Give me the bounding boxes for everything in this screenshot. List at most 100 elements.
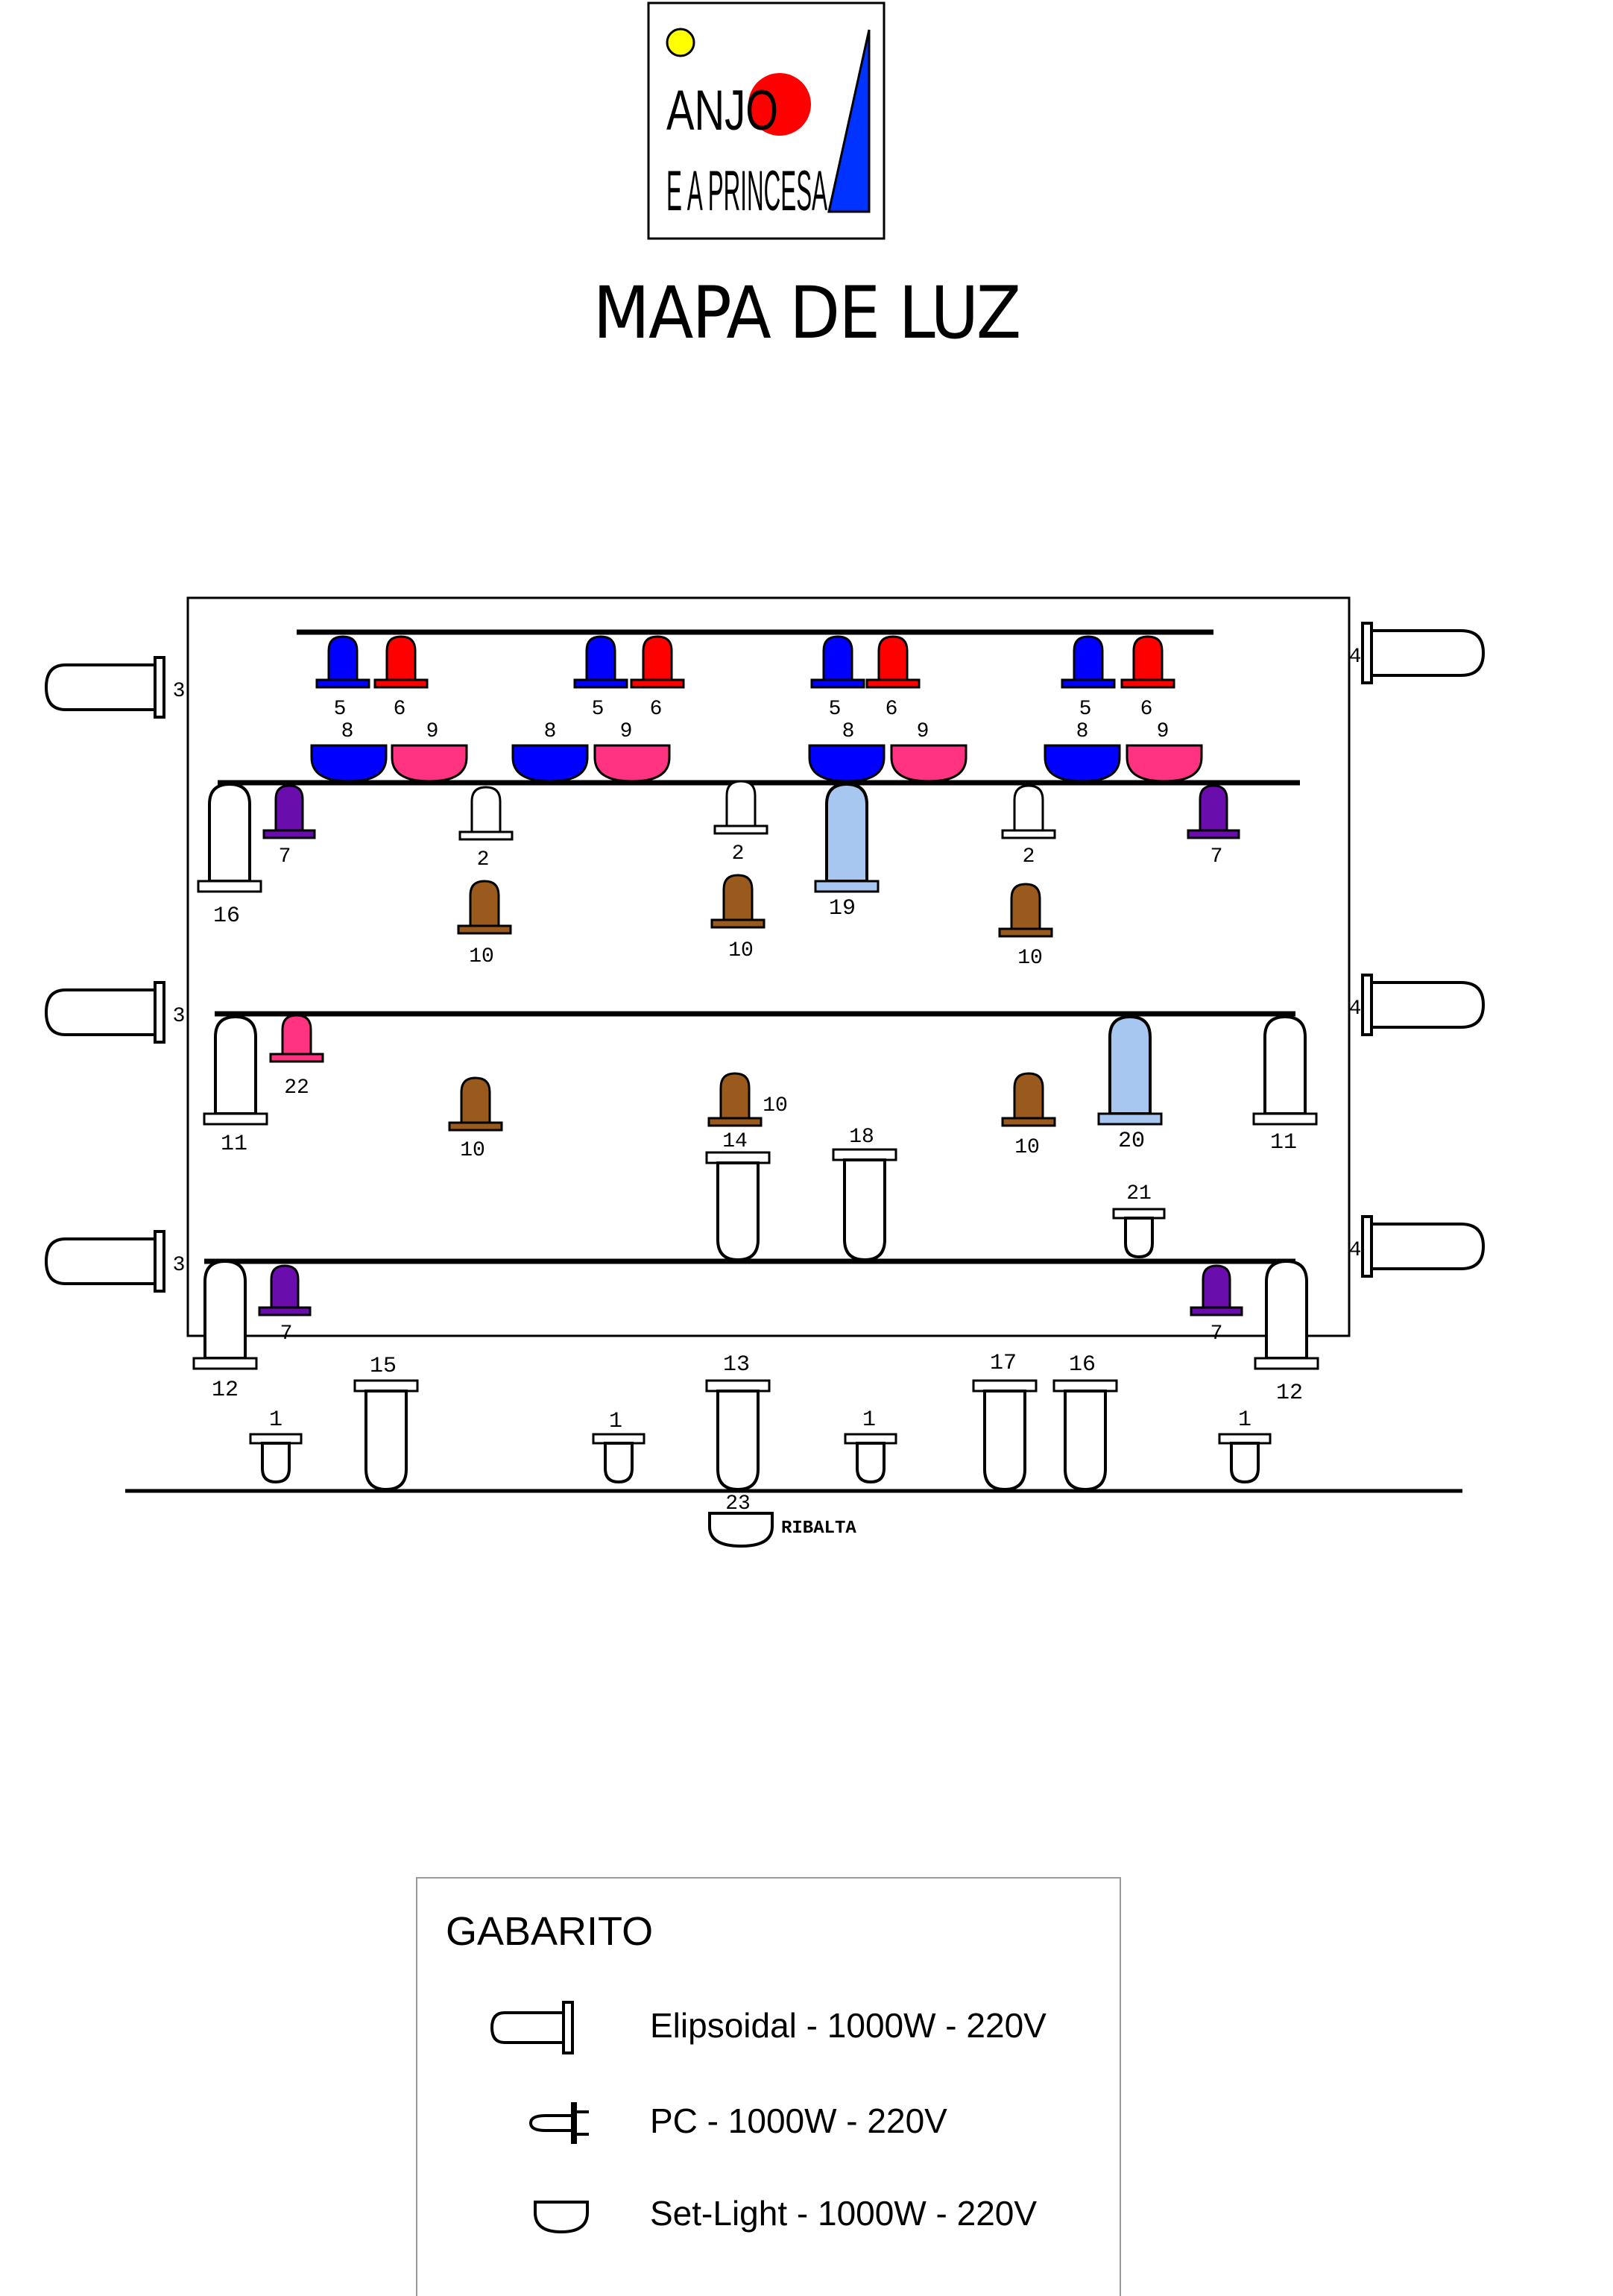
- side-elipsoidal-left-1: [44, 663, 157, 711]
- fixture-number-11-right: 11: [1270, 1130, 1297, 1155]
- fixture-number-7-right-low: 7: [1210, 1322, 1223, 1346]
- pc-fixture-top-4-base: [630, 678, 685, 689]
- pc-fixture-top-6: [877, 635, 909, 681]
- pc-fixture-10-e: [719, 1072, 751, 1120]
- legend-box: GABARITO Elipsoidal - 1000W - 220V PC - …: [416, 1877, 1121, 2296]
- fixture-number-top-5: 5: [829, 698, 842, 721]
- pc-fixture-10-a: [469, 880, 500, 927]
- legend-label-pc: PC - 1000W - 220V: [650, 2101, 947, 2140]
- floor-pc-fixture-1: [261, 1442, 291, 1484]
- pc-fixture-top-7: [1073, 635, 1104, 681]
- floor-elipsoidal-fixture-7-base: [1052, 1379, 1118, 1393]
- fixture-number-top-8: 6: [1140, 698, 1153, 721]
- footlight-label: RIBALTA: [781, 1518, 856, 1539]
- floor-fixture-number-6: 17: [990, 1351, 1017, 1376]
- side-elipsoidal-right-1-label: 4: [1349, 646, 1362, 669]
- pc-fixture-10-b: [722, 874, 754, 921]
- pc-fixture-7-left-low-base: [258, 1306, 312, 1316]
- fixture-number-22: 22: [284, 1076, 309, 1100]
- footlight-number: 23: [725, 1492, 751, 1516]
- logo-yellow-dot: [666, 28, 695, 57]
- fixture-number-12-right: 12: [1276, 1381, 1303, 1406]
- set-light-fixture-2: [391, 744, 468, 783]
- floor-elipsoidal-fixture-2-base: [353, 1379, 419, 1393]
- elipsoidal-fixture-12-right-base: [1254, 1357, 1319, 1370]
- set-light-fixture-8: [1126, 744, 1203, 783]
- logo: ANJO E A PRINCESA: [647, 1, 886, 240]
- logo-red-sun: [748, 73, 811, 136]
- fixture-number-10-f: 10: [1014, 1136, 1040, 1159]
- fixture-number-set-2: 9: [426, 720, 439, 743]
- floor-pc-fixture-3: [604, 1442, 634, 1484]
- pc-fixture-21: [1124, 1217, 1154, 1259]
- set-light-fixture-6: [890, 744, 968, 783]
- pc-fixture-22: [281, 1014, 312, 1056]
- fixture-number-set-4: 9: [620, 720, 633, 743]
- legend-label-set-light: Set-Light - 1000W - 220V: [650, 2194, 1038, 2233]
- set-light-fixture-4: [593, 744, 671, 783]
- pc-fixture-10-a-base: [457, 924, 512, 935]
- pc-fixture-top-1-base: [315, 678, 370, 689]
- pc-fixture-7-right-low-base: [1190, 1306, 1243, 1316]
- fixture-number-2-a: 2: [477, 848, 490, 871]
- logo-text-line1: ANJO: [666, 79, 778, 142]
- stage-outline: [186, 596, 1351, 1337]
- legend-item-pc: PC - 1000W - 220V: [417, 2086, 1120, 2153]
- fixture-number-set-3: 8: [544, 720, 557, 743]
- set-light-fixture-1: [310, 744, 388, 783]
- fixture-number-7-left: 7: [279, 845, 291, 868]
- pc-fixture-7-left: [274, 784, 304, 832]
- side-elipsoidal-left-2: [44, 988, 157, 1036]
- elipsoidal-fixture-19-base: [814, 880, 880, 893]
- pc-fixture-2-a: [470, 786, 502, 833]
- floor-pc-fixture-5: [856, 1442, 886, 1484]
- fixture-number-18: 18: [849, 1126, 874, 1149]
- floor-fixture-number-1: 1: [269, 1407, 282, 1433]
- logo-graphic: ANJO E A PRINCESA: [647, 1, 886, 240]
- fixture-number-19: 19: [829, 896, 856, 921]
- logo-blue-triangle: [827, 29, 871, 213]
- pc-fixture-10-e-base: [707, 1117, 763, 1127]
- floor-pc-fixture-8: [1230, 1442, 1260, 1484]
- fixture-number-21: 21: [1126, 1182, 1152, 1205]
- logo-text-line2: E A PRINCESA: [666, 160, 827, 223]
- pc-fixture-7-left-base: [262, 829, 316, 839]
- pc-fixture-2-b-base: [713, 824, 768, 835]
- pc-fixture-top-5-base: [810, 678, 865, 689]
- fixture-number-11-left: 11: [221, 1132, 247, 1157]
- elipsoidal-fixture-20: [1108, 1015, 1152, 1115]
- set-light-fixture-5: [808, 744, 886, 783]
- fixture-number-2-c: 2: [1023, 845, 1035, 868]
- side-elipsoidal-left-3-base: [154, 1230, 165, 1293]
- side-elipsoidal-right-2: [1370, 981, 1486, 1029]
- pc-fixture-10-f: [1013, 1072, 1044, 1120]
- pc-icon: [528, 2102, 589, 2144]
- pc-fixture-top-8: [1132, 635, 1164, 681]
- elipsoidal-fixture-19: [825, 782, 868, 883]
- fixture-number-14: 14: [722, 1130, 748, 1153]
- floor-fixture-number-2: 15: [370, 1354, 397, 1379]
- side-elipsoidal-right-1: [1370, 629, 1486, 677]
- floor-fixture-number-4: 13: [723, 1352, 750, 1378]
- elipsoidal-fixture-12-left: [203, 1259, 247, 1360]
- fixture-number-12-left: 12: [212, 1378, 239, 1403]
- pc-fixture-top-1: [327, 635, 359, 681]
- pc-fixture-2-b: [725, 780, 757, 827]
- fixture-number-10-c: 10: [1017, 947, 1043, 970]
- elipsoidal-fixture-12-right: [1265, 1259, 1308, 1360]
- fixture-number-set-7: 8: [1076, 720, 1089, 743]
- pc-fixture-10-d: [460, 1076, 491, 1124]
- pc-fixture-2-a-base: [458, 830, 514, 841]
- pc-fixture-10-c: [1010, 883, 1041, 930]
- set-light-fixture-3: [511, 744, 589, 783]
- pc-fixture-10-d-base: [448, 1121, 503, 1132]
- elipsoidal-fixture-18-base: [832, 1148, 897, 1161]
- elipsoidal-fixture-11-left-base: [203, 1112, 268, 1126]
- fixture-number-top-1: 5: [334, 698, 347, 721]
- side-elipsoidal-left-1-label: 3: [173, 680, 186, 703]
- pc-fixture-7-right: [1199, 784, 1228, 832]
- pc-fixture-2-c: [1013, 784, 1044, 832]
- fixture-number-top-3: 5: [592, 698, 605, 721]
